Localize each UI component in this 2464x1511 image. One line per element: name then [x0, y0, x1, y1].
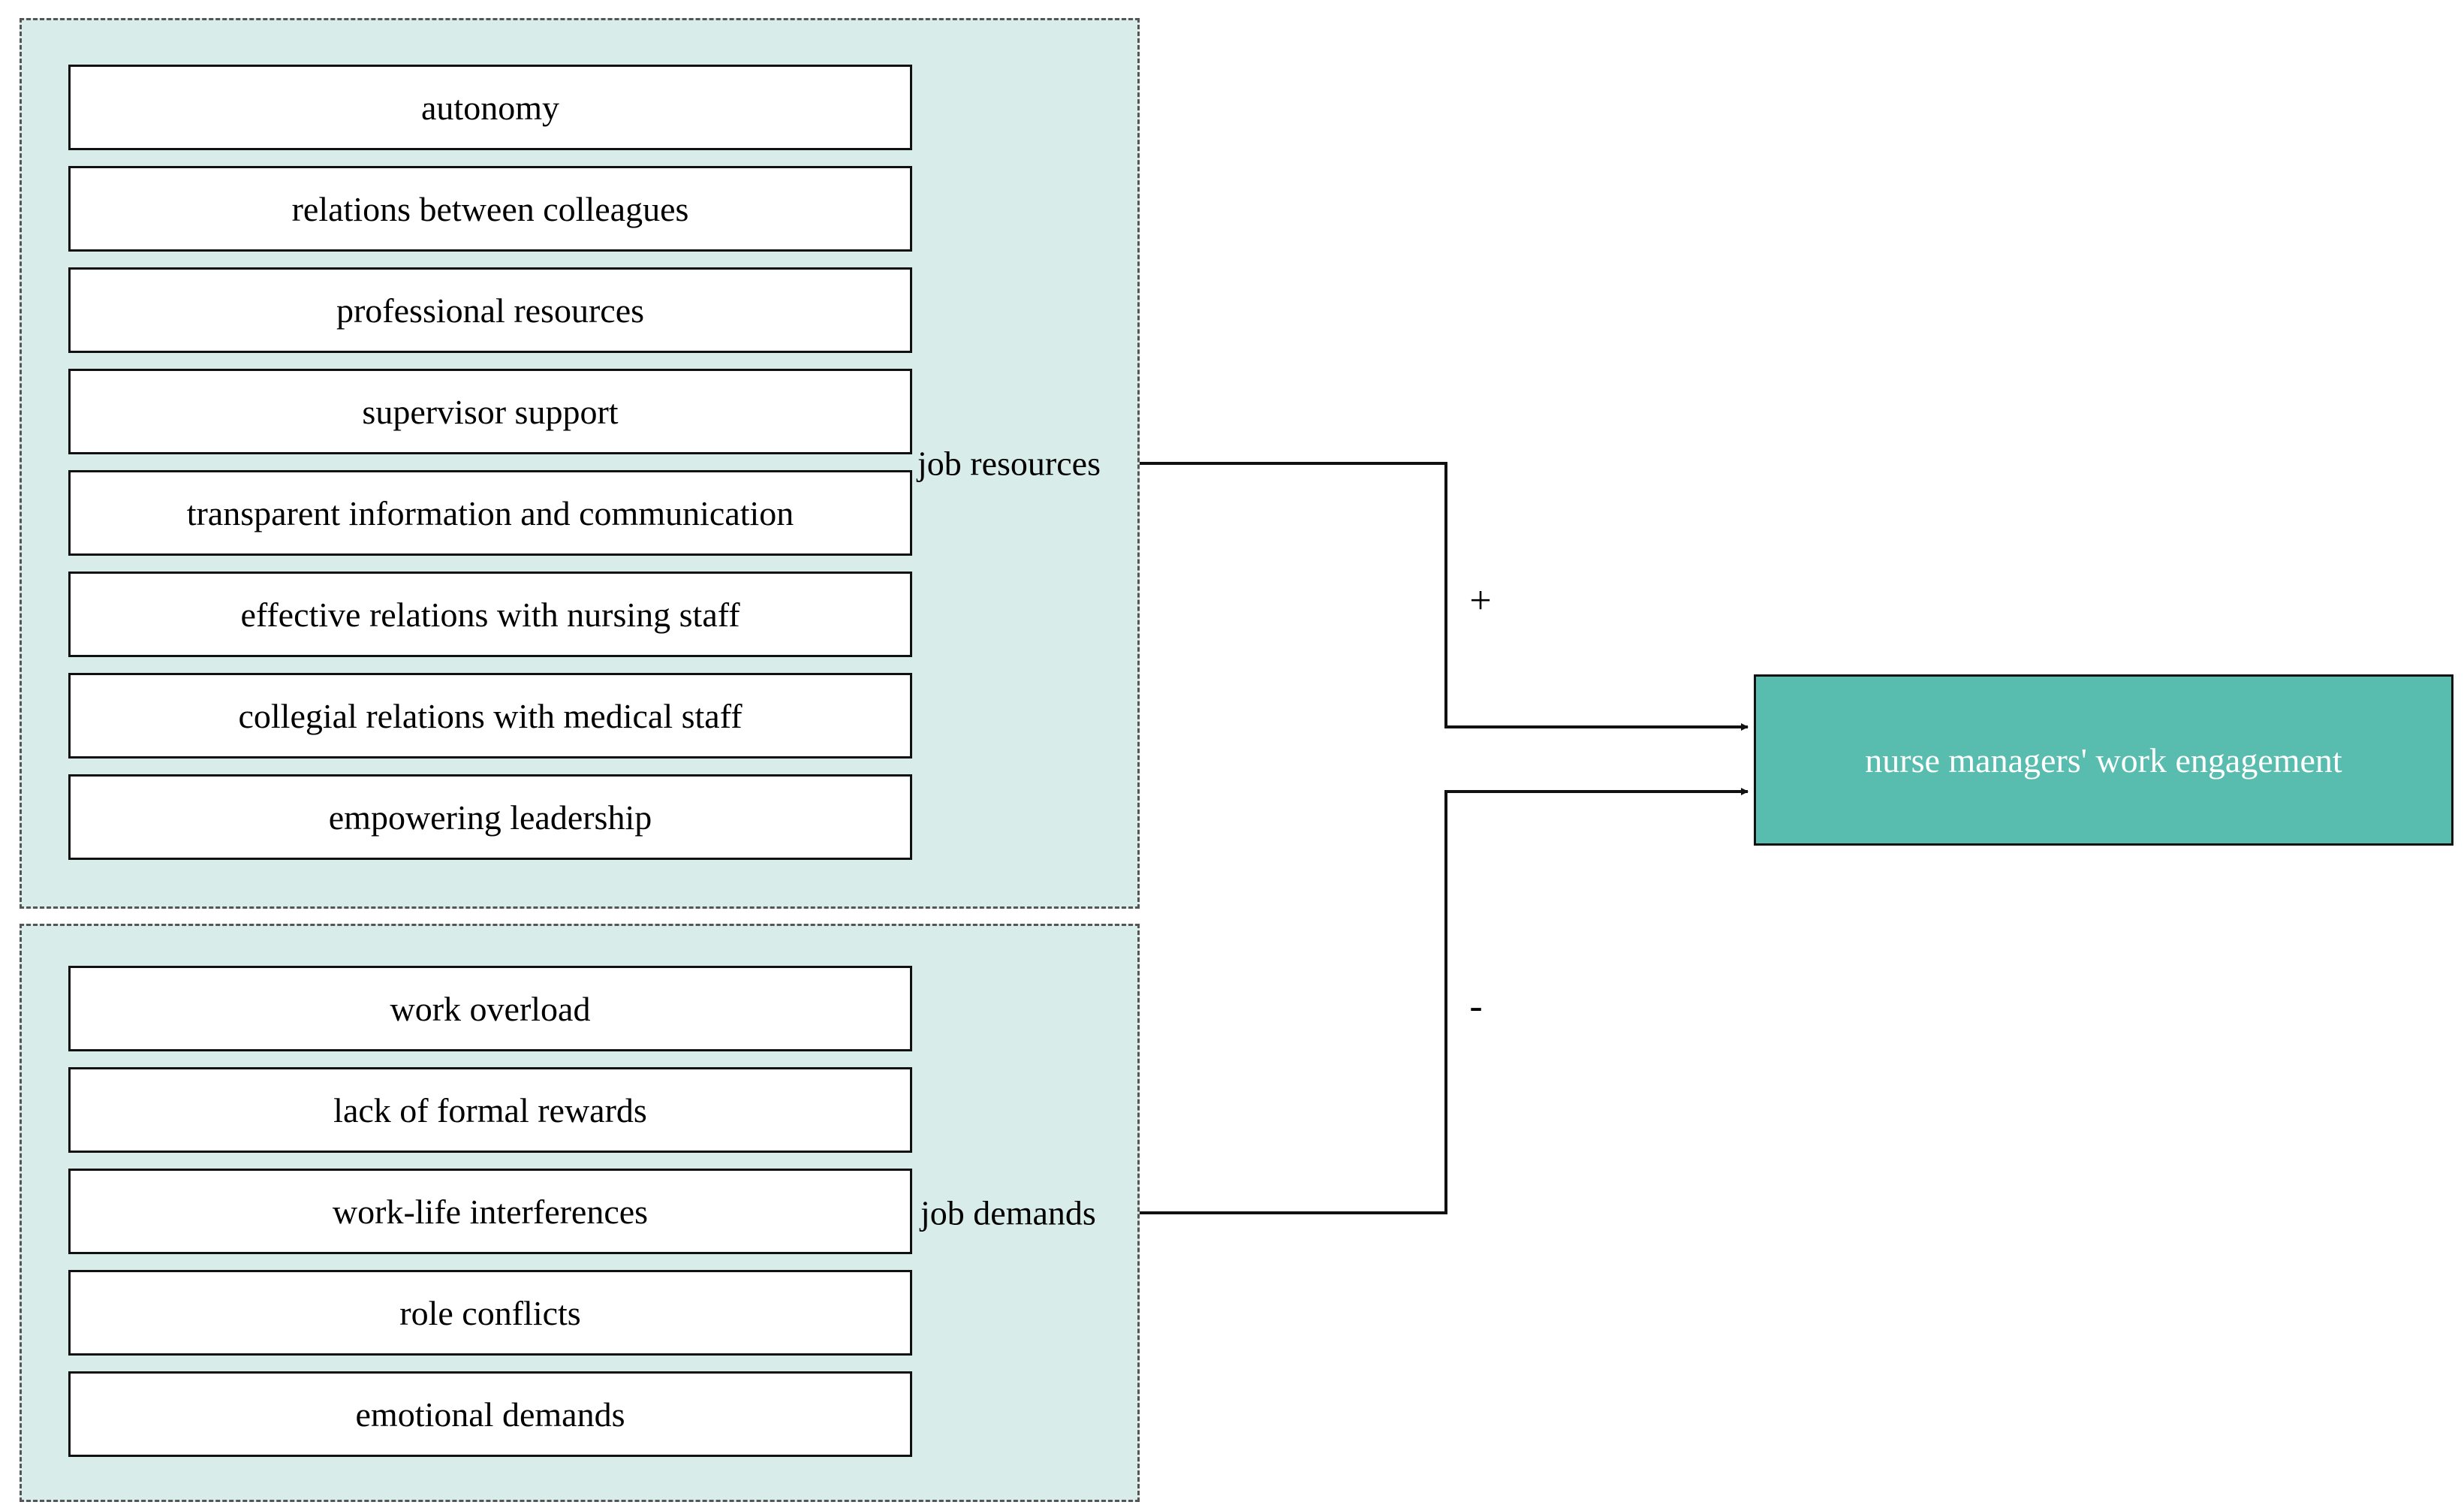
resource-factor-supervisor-support: supervisor support: [68, 369, 912, 454]
positive-effect-sign: +: [1469, 579, 1492, 623]
resource-factor-professional-resources: professional resources: [68, 267, 912, 353]
demand-factor-lack-of-formal-rewards: lack of formal rewards: [68, 1067, 912, 1153]
negative-effect-sign: -: [1469, 985, 1483, 1028]
job-demands-label: job demands: [920, 1193, 1096, 1232]
demand-factor-emotional-demands: emotional demands: [68, 1371, 912, 1457]
resource-factor-transparent-information: transparent information and communicatio…: [68, 470, 912, 556]
work-engagement-outcome: nurse managers' work engagement: [1754, 674, 2453, 846]
demand-factor-work-life-interferences: work-life interferences: [68, 1169, 912, 1254]
resources-to-engagement-arrow: [1140, 462, 1749, 731]
demands-to-engagement-arrow: [1140, 788, 1749, 1214]
resource-factor-empowering-leadership: empowering leadership: [68, 774, 912, 860]
demand-factor-role-conflicts: role conflicts: [68, 1270, 912, 1356]
job-demands-group: work overload lack of formal rewards wor…: [20, 924, 1140, 1502]
resource-factor-nursing-staff-relations: effective relations with nursing staff: [68, 572, 912, 657]
demand-factor-work-overload: work overload: [68, 966, 912, 1051]
job-resources-group: autonomy relations between colleagues pr…: [20, 18, 1140, 909]
resource-factor-medical-staff-relations: collegial relations with medical staff: [68, 673, 912, 759]
job-resources-label: job resources: [917, 444, 1101, 483]
resource-factor-relations-between-colleagues: relations between colleagues: [68, 166, 912, 252]
resource-factor-autonomy: autonomy: [68, 65, 912, 150]
